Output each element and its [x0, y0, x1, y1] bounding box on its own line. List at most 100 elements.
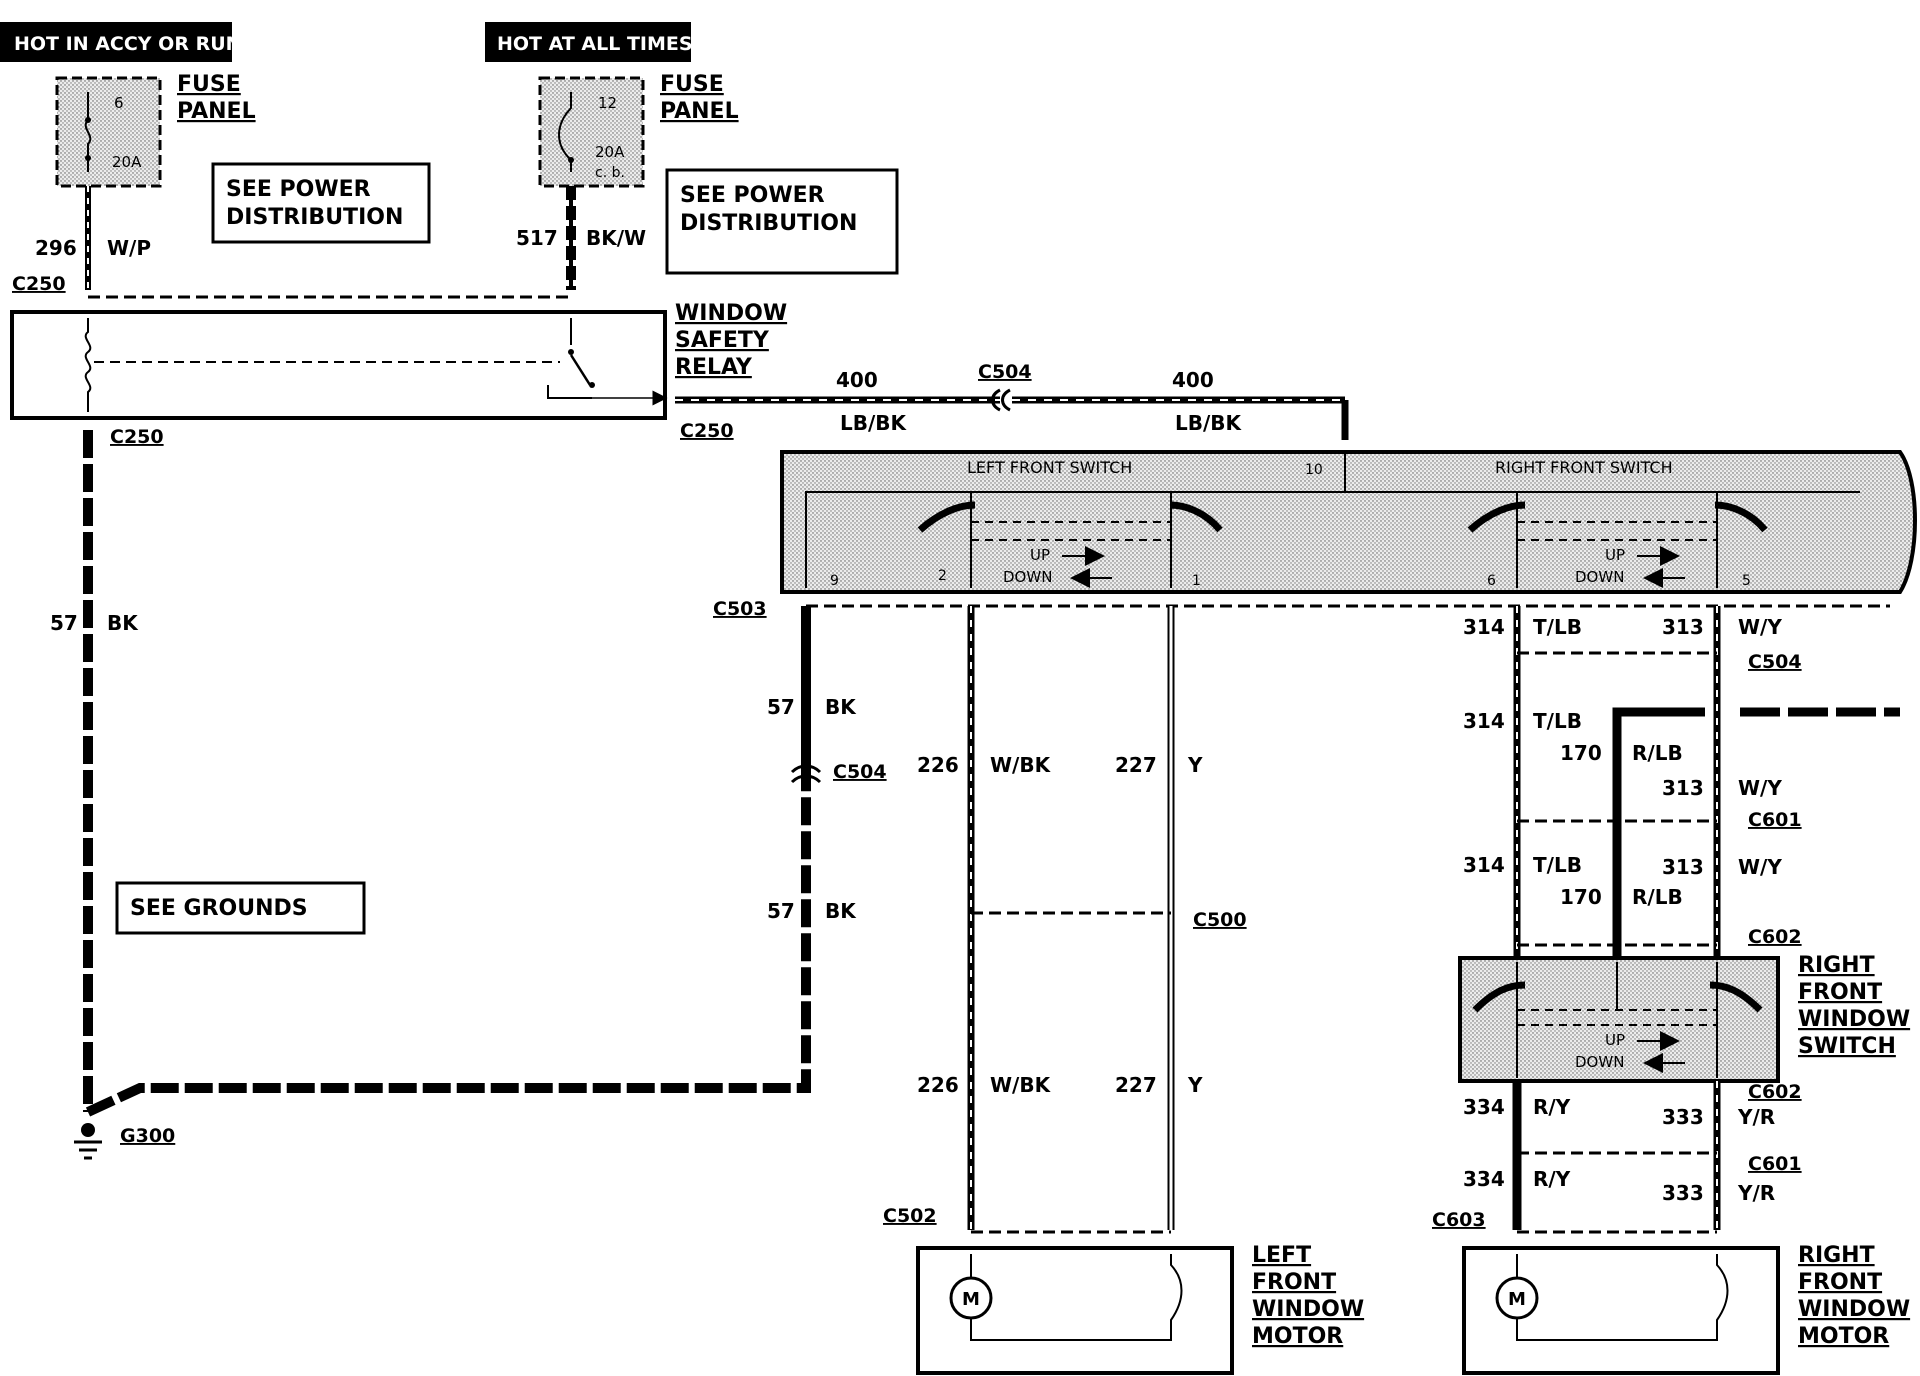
connector-c250-top: C250: [12, 273, 66, 295]
wire-57-circuit-2: 57: [767, 695, 795, 719]
svg-text:RIGHT FRONT SWITCH: RIGHT FRONT SWITCH: [1495, 458, 1673, 477]
left-front-window-motor: M: [916, 1246, 1234, 1375]
connector-c504-ground: C504: [833, 761, 887, 783]
svg-text:10: 10: [1305, 462, 1323, 478]
svg-text:DOWN: DOWN: [1575, 1053, 1624, 1071]
wire-57-color-3: BK: [825, 899, 857, 923]
wire-314-color-2: T/LB: [1533, 709, 1582, 733]
lf-motor-label-3: WINDOW: [1252, 1297, 1364, 1322]
wire-314-circuit-3: 314: [1463, 853, 1505, 877]
svg-text:DISTRIBUTION: DISTRIBUTION: [680, 211, 857, 236]
wire-170-color-1: R/LB: [1632, 741, 1683, 765]
wire-296-color: W/P: [107, 236, 151, 260]
svg-text:DISTRIBUTION: DISTRIBUTION: [226, 205, 403, 230]
relay-label-2: SAFETY: [675, 328, 770, 353]
svg-text:9: 9: [830, 573, 839, 589]
lf-motor-label-4: MOTOR: [1252, 1324, 1343, 1349]
svg-text:6: 6: [1487, 573, 1496, 589]
header-all-times: HOT AT ALL TIMES: [485, 22, 693, 62]
svg-text:DOWN: DOWN: [1575, 568, 1624, 586]
svg-text:DOWN: DOWN: [1003, 568, 1052, 586]
wire-517-color: BK/W: [586, 226, 646, 250]
svg-text:SEE GROUNDS: SEE GROUNDS: [130, 896, 308, 921]
connector-c602-bottom: C602: [1748, 1081, 1802, 1103]
wire-400-color-1: LB/BK: [840, 411, 908, 435]
svg-text:SEE POWER: SEE POWER: [226, 177, 371, 202]
wire-333-circuit-1: 333: [1662, 1105, 1704, 1129]
wire-226-color-1: W/BK: [990, 753, 1052, 777]
wire-314-color-3: T/LB: [1533, 853, 1582, 877]
relay-label-3: RELAY: [675, 355, 753, 380]
connector-c502: C502: [883, 1205, 937, 1227]
svg-text:UP: UP: [1605, 1031, 1625, 1049]
connector-c504-right: C504: [1748, 651, 1802, 673]
wire-170-circuit-2: 170: [1560, 885, 1602, 909]
wire-170-circuit-1: 170: [1560, 741, 1602, 765]
svg-text:2: 2: [938, 568, 947, 584]
wire-400-circuit-1: 400: [836, 368, 878, 392]
wire-334-color-1: R/Y: [1533, 1095, 1571, 1119]
connector-c504-relay: C504: [978, 361, 1032, 383]
connector-c500: C500: [1193, 909, 1247, 931]
svg-text:M: M: [1508, 1289, 1526, 1310]
lf-motor-label-1: LEFT: [1252, 1243, 1311, 1268]
fuse-label-4: PANEL: [660, 99, 739, 124]
wire-227-circuit-2: 227: [1115, 1073, 1157, 1097]
svg-text:20A: 20A: [112, 153, 142, 171]
ground-g300: G300: [120, 1125, 175, 1147]
svg-text:6: 6: [114, 94, 124, 112]
wire-313-circuit-2: 313: [1662, 776, 1704, 800]
wire-313-circuit-1: 313: [1662, 615, 1704, 639]
ground-symbol: [74, 1123, 102, 1160]
wire-313-color-3: W/Y: [1738, 855, 1782, 879]
wire-314-color-1: T/LB: [1533, 615, 1582, 639]
wire-226-color-2: W/BK: [990, 1073, 1052, 1097]
fuse-6: 6 20A: [55, 76, 162, 188]
connector-c503: C503: [713, 598, 767, 620]
svg-text:5: 5: [1742, 573, 1751, 589]
wire-314-circuit-2: 314: [1463, 709, 1505, 733]
wire-313-color-2: W/Y: [1738, 776, 1782, 800]
wire-333-color-1: Y/R: [1737, 1105, 1775, 1129]
note-see-power-distribution-2: SEE POWER DISTRIBUTION: [665, 168, 899, 275]
svg-text:UP: UP: [1605, 546, 1625, 564]
wire-57-circuit-1: 57: [50, 611, 78, 635]
wire-400-color-2: LB/BK: [1175, 411, 1243, 435]
wire-296-circuit: 296: [35, 236, 77, 260]
fuse-label-2: PANEL: [177, 99, 256, 124]
right-front-window-motor: M: [1462, 1246, 1780, 1375]
wire-314-circuit-1: 314: [1463, 615, 1505, 639]
rf-switch-label-2: FRONT: [1798, 980, 1882, 1005]
rf-motor-label-3: WINDOW: [1798, 1297, 1910, 1322]
wire-227-color-1: Y: [1187, 753, 1203, 777]
wire-170-color-2: R/LB: [1632, 885, 1683, 909]
connector-c602-top: C602: [1748, 926, 1802, 948]
connector-c601-bottom: C601: [1748, 1153, 1802, 1175]
wire-226-circuit-1: 226: [917, 753, 959, 777]
svg-text:HOT IN ACCY OR RUN: HOT IN ACCY OR RUN: [14, 33, 242, 55]
note-see-power-distribution-1: SEE POWER DISTRIBUTION: [211, 162, 431, 244]
wire-227-color-2: Y: [1187, 1073, 1203, 1097]
wire-333-circuit-2: 333: [1662, 1181, 1704, 1205]
wire-57-color-1: BK: [107, 611, 139, 635]
svg-text:HOT AT ALL TIMES: HOT AT ALL TIMES: [497, 33, 693, 55]
svg-text:12: 12: [598, 94, 617, 112]
connector-c250-bottom: C250: [110, 426, 164, 448]
wire-313-color-1: W/Y: [1738, 615, 1782, 639]
wire-400-circuit-2: 400: [1172, 368, 1214, 392]
svg-text:1: 1: [1192, 573, 1201, 589]
svg-text:c. b.: c. b.: [595, 165, 625, 181]
wire-334-circuit-1: 334: [1463, 1095, 1505, 1119]
rf-switch-label-1: RIGHT: [1798, 953, 1875, 978]
wire-57-color-2: BK: [825, 695, 857, 719]
wire-57-circuit-3: 57: [767, 899, 795, 923]
window-safety-relay: [10, 310, 668, 420]
fuse-12-circuit-breaker: 12 20A c. b.: [538, 76, 645, 188]
wire-334-color-2: R/Y: [1533, 1167, 1571, 1191]
header-accy-run: HOT IN ACCY OR RUN: [0, 22, 242, 62]
svg-text:20A: 20A: [595, 143, 625, 161]
wire-517-circuit: 517: [516, 226, 558, 250]
svg-text:SEE POWER: SEE POWER: [680, 183, 825, 208]
wire-333-color-2: Y/R: [1737, 1181, 1775, 1205]
wire-334-circuit-2: 334: [1463, 1167, 1505, 1191]
